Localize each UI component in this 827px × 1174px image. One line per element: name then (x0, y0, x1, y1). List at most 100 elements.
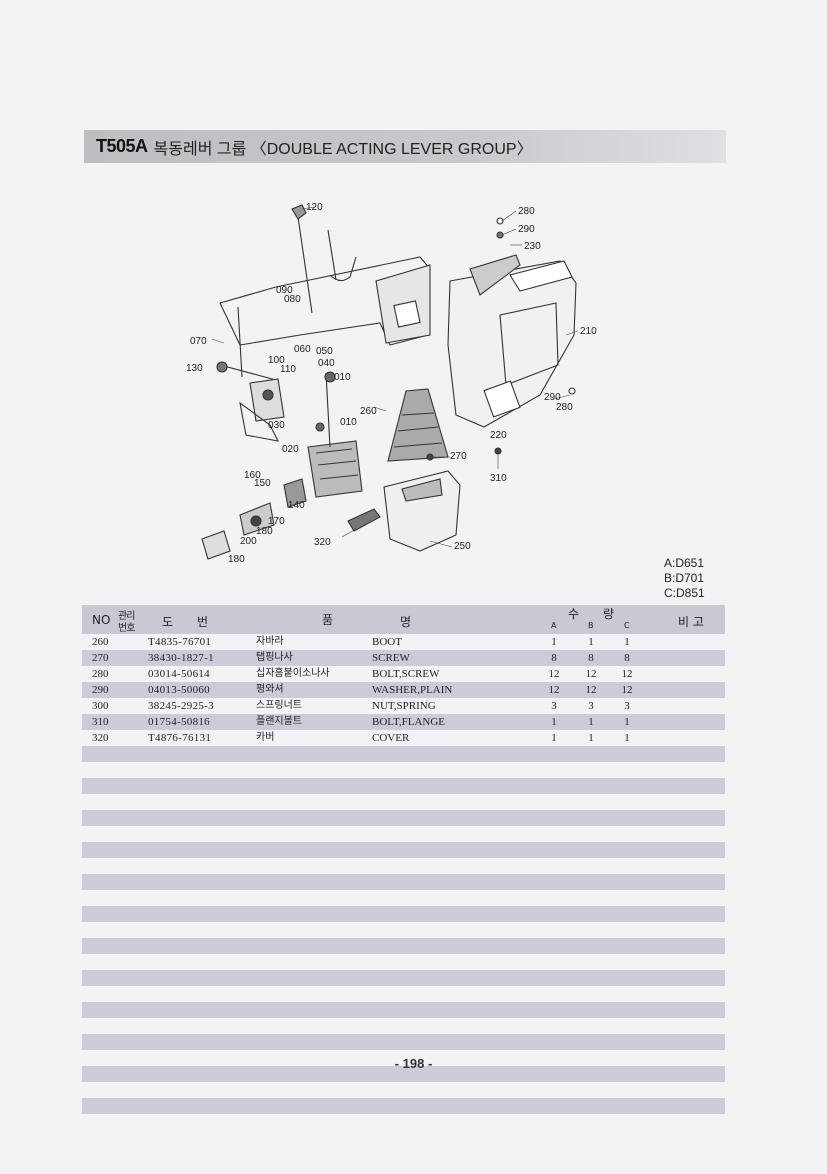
cell-korean-name: 플랜지볼트 (256, 716, 302, 727)
empty-row (82, 826, 725, 842)
model-b: B:D701 (664, 571, 705, 585)
cell-qty-b: 1 (588, 732, 594, 744)
cell-drawing-no: T4835-76701 (148, 636, 212, 648)
cell-korean-name: 자바라 (256, 636, 284, 647)
cell-korean-name: 탭핑나사 (256, 652, 293, 663)
table-body: 260 T4835-76701 자바라 BOOT 1 1 1 270 38430… (82, 634, 725, 1114)
cell-no: 270 (92, 652, 109, 664)
empty-row (82, 922, 725, 938)
header-mgmt-bottom: 번호 (118, 623, 135, 634)
callout-260: 260 (360, 406, 377, 417)
callout-310: 310 (490, 473, 507, 484)
callout-210: 210 (580, 326, 597, 337)
header-drawing: 도 번 (162, 615, 209, 629)
empty-row (82, 810, 725, 826)
group-title: 복동레버 그룹 〈DOUBLE ACTING LEVER GROUP〉 (153, 140, 533, 158)
callout-010: 010 (340, 417, 357, 428)
header-remarks: 비 고 (678, 615, 704, 629)
empty-row (82, 1066, 725, 1082)
callout-070: 070 (190, 336, 207, 347)
cell-korean-name: 십자홈붙이소나사 (256, 668, 330, 679)
callout-160: 160 (244, 470, 261, 481)
table-row: 300 38245-2925-3 스프링너트 NUT,SPRING 3 3 3 (82, 698, 725, 714)
cell-drawing-no: 04013-50060 (148, 684, 210, 696)
callout-230: 230 (524, 241, 541, 252)
table-row: 290 04013-50060 평와셔 WASHER,PLAIN 12 12 1… (82, 682, 725, 698)
cell-qty-b: 12 (585, 668, 597, 680)
callout-090: 090 (276, 285, 293, 296)
cell-qty-a: 1 (551, 716, 557, 728)
callout-120: 120 (306, 202, 323, 213)
callout-140: 140 (288, 500, 305, 511)
header-b: B (588, 621, 594, 630)
cell-no: 290 (92, 684, 109, 696)
callout-180: 180 (228, 554, 245, 565)
callout-030: 030 (268, 420, 285, 431)
callout-170: 170 (268, 516, 285, 527)
callout-020: 020 (282, 444, 299, 455)
cell-qty-a: 1 (551, 636, 557, 648)
cell-no: 310 (92, 716, 109, 728)
empty-row (82, 858, 725, 874)
cell-english-name: BOLT,FLANGE (372, 716, 446, 728)
empty-row (82, 762, 725, 778)
cell-korean-name: 카버 (256, 732, 275, 743)
callout-200: 200 (240, 536, 257, 547)
cell-qty-c: 1 (624, 716, 630, 728)
cell-drawing-no: 01754-50816 (148, 716, 210, 728)
header-c: C (624, 621, 630, 630)
cell-korean-name: 평와셔 (256, 684, 284, 695)
cell-no: 320 (92, 732, 109, 744)
header-name-1: 품 (322, 613, 334, 627)
cell-drawing-no: 38245-2925-3 (148, 700, 214, 712)
callout-060: 060 (294, 344, 311, 355)
cell-drawing-no: 03014-50614 (148, 668, 210, 680)
cell-qty-b: 1 (588, 636, 594, 648)
header-qty: 수 량 (568, 607, 615, 621)
group-code: T505A (96, 136, 148, 156)
cell-english-name: BOOT (372, 636, 402, 648)
empty-row (82, 746, 725, 762)
cell-qty-b: 1 (588, 716, 594, 728)
cell-english-name: COVER (372, 732, 410, 744)
callout-290: 290 (544, 392, 561, 403)
empty-row (82, 938, 725, 954)
empty-row (82, 1082, 725, 1098)
cell-qty-c: 12 (621, 684, 633, 696)
cell-english-name: BOLT,SCREW (372, 668, 440, 680)
lever-rod (297, 216, 313, 314)
empty-row (82, 1034, 725, 1050)
lower-cover (383, 470, 461, 552)
empty-row (82, 890, 725, 906)
cell-qty-a: 3 (551, 700, 557, 712)
cell-drawing-no: 38430-1827-1 (148, 652, 214, 664)
parts-table: NO 관리 번호 도 번 품 명 수 량 A B C 비 고 260 T4835… (82, 605, 725, 1114)
header-a: A (551, 621, 557, 630)
callout-280: 280 (556, 402, 573, 413)
model-c: C:D851 (664, 586, 705, 600)
callout-110: 110 (280, 364, 296, 375)
empty-row (82, 970, 725, 986)
empty-row (82, 954, 725, 970)
callout-080: 080 (284, 294, 301, 305)
exploded-parts-diagram: 120 280 290 230 090 080 210 070 060 050 … (186, 202, 597, 565)
cell-qty-a: 12 (548, 684, 560, 696)
callout-010: 010 (334, 372, 351, 383)
callout-280: 280 (518, 206, 535, 217)
callout-040: 040 (318, 358, 335, 369)
table-row: 280 03014-50614 십자홈붙이소나사 BOLT,SCREW 12 1… (82, 666, 725, 682)
cell-qty-c: 3 (624, 700, 630, 712)
table-row: 320 T4876-76131 카버 COVER 1 1 1 (82, 730, 725, 746)
header-mgmt-top: 관리 (118, 611, 135, 622)
callout-290: 290 (518, 224, 535, 235)
callout-220: 220 (490, 430, 507, 441)
cell-qty-b: 12 (585, 684, 597, 696)
empty-row (82, 986, 725, 1002)
empty-row (82, 842, 725, 858)
callout-100: 100 (268, 355, 285, 366)
cell-qty-a: 12 (548, 668, 560, 680)
empty-row (82, 1098, 725, 1114)
callout-130: 130 (186, 363, 203, 374)
cell-english-name: WASHER,PLAIN (372, 684, 453, 696)
